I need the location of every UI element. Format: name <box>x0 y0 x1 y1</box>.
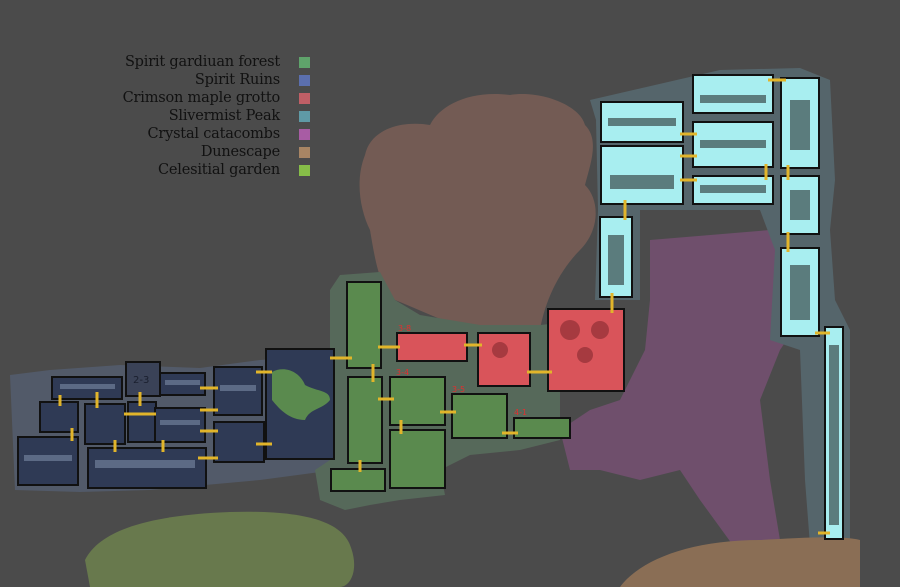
legend-item: Crystal catacombs <box>110 125 310 143</box>
connectors <box>58 78 830 535</box>
legend-label: Spirit gardiuan forest <box>124 54 280 70</box>
region-celestial-area <box>85 511 355 587</box>
forest-room[interactable] <box>346 281 382 369</box>
legend-item: Spirit Ruins <box>110 71 310 89</box>
room-label-4-1: 4-1 <box>514 408 527 417</box>
peak-rock-detail <box>608 95 839 525</box>
legend-swatch <box>299 93 310 104</box>
legend-item: Celesitial garden <box>110 161 310 179</box>
forest-room[interactable] <box>513 417 571 439</box>
legend-label: Crimson maple grotto <box>122 90 281 106</box>
crimson-room[interactable] <box>477 332 531 387</box>
ruins-room[interactable] <box>39 401 79 433</box>
legend-swatch <box>299 75 310 86</box>
forest-rooms <box>330 281 571 492</box>
legend-swatch <box>299 111 310 122</box>
room-label-2-3: 2-3 <box>133 375 149 386</box>
region-dunescape-south-area <box>620 537 860 587</box>
legend: Spirit gardiuan forest Spirit Ruins Crim… <box>110 53 310 179</box>
forest-room[interactable] <box>451 393 508 439</box>
legend-item: Slivermist Peak <box>110 107 310 125</box>
legend-swatch <box>299 57 310 68</box>
legend-label: Spirit Ruins <box>194 72 280 88</box>
legend-label: Dunescape <box>200 144 280 160</box>
legend-label: Celesitial garden <box>158 162 280 178</box>
room-labels: 3-8 3-4 3-5 4-1 <box>396 324 527 417</box>
ruins-forest-shape <box>272 369 330 420</box>
ruins-room-detail <box>24 380 256 468</box>
forest-room[interactable] <box>389 429 446 489</box>
forest-room[interactable] <box>330 468 386 492</box>
region-forest-area <box>315 272 600 510</box>
legend-swatch <box>299 129 310 140</box>
legend-item: Dunescape <box>110 143 310 161</box>
forest-room[interactable] <box>347 376 383 464</box>
legend-item: Crimson maple grotto <box>110 89 310 107</box>
legend-label: Crystal catacombs <box>147 126 280 142</box>
room-label-3-5: 3-5 <box>452 385 465 394</box>
crimson-trees <box>492 320 609 363</box>
ruins-room[interactable] <box>84 403 126 445</box>
legend-swatch <box>299 147 310 158</box>
ruins-room[interactable] <box>213 421 265 463</box>
legend-swatch <box>299 165 310 176</box>
room-label-3-4: 3-4 <box>396 368 409 377</box>
forest-room[interactable] <box>389 376 446 426</box>
region-crystal-catacombs-area <box>560 230 800 555</box>
legend-label: Slivermist Peak <box>168 108 280 124</box>
legend-item: Spirit gardiuan forest <box>110 53 310 71</box>
ruins-room[interactable] <box>127 401 157 443</box>
peak-room[interactable] <box>780 175 820 235</box>
crimson-room[interactable] <box>396 332 468 362</box>
peak-room[interactable] <box>692 74 774 114</box>
region-dunescape-area <box>359 94 596 331</box>
room-label-3-8: 3-8 <box>398 324 411 333</box>
